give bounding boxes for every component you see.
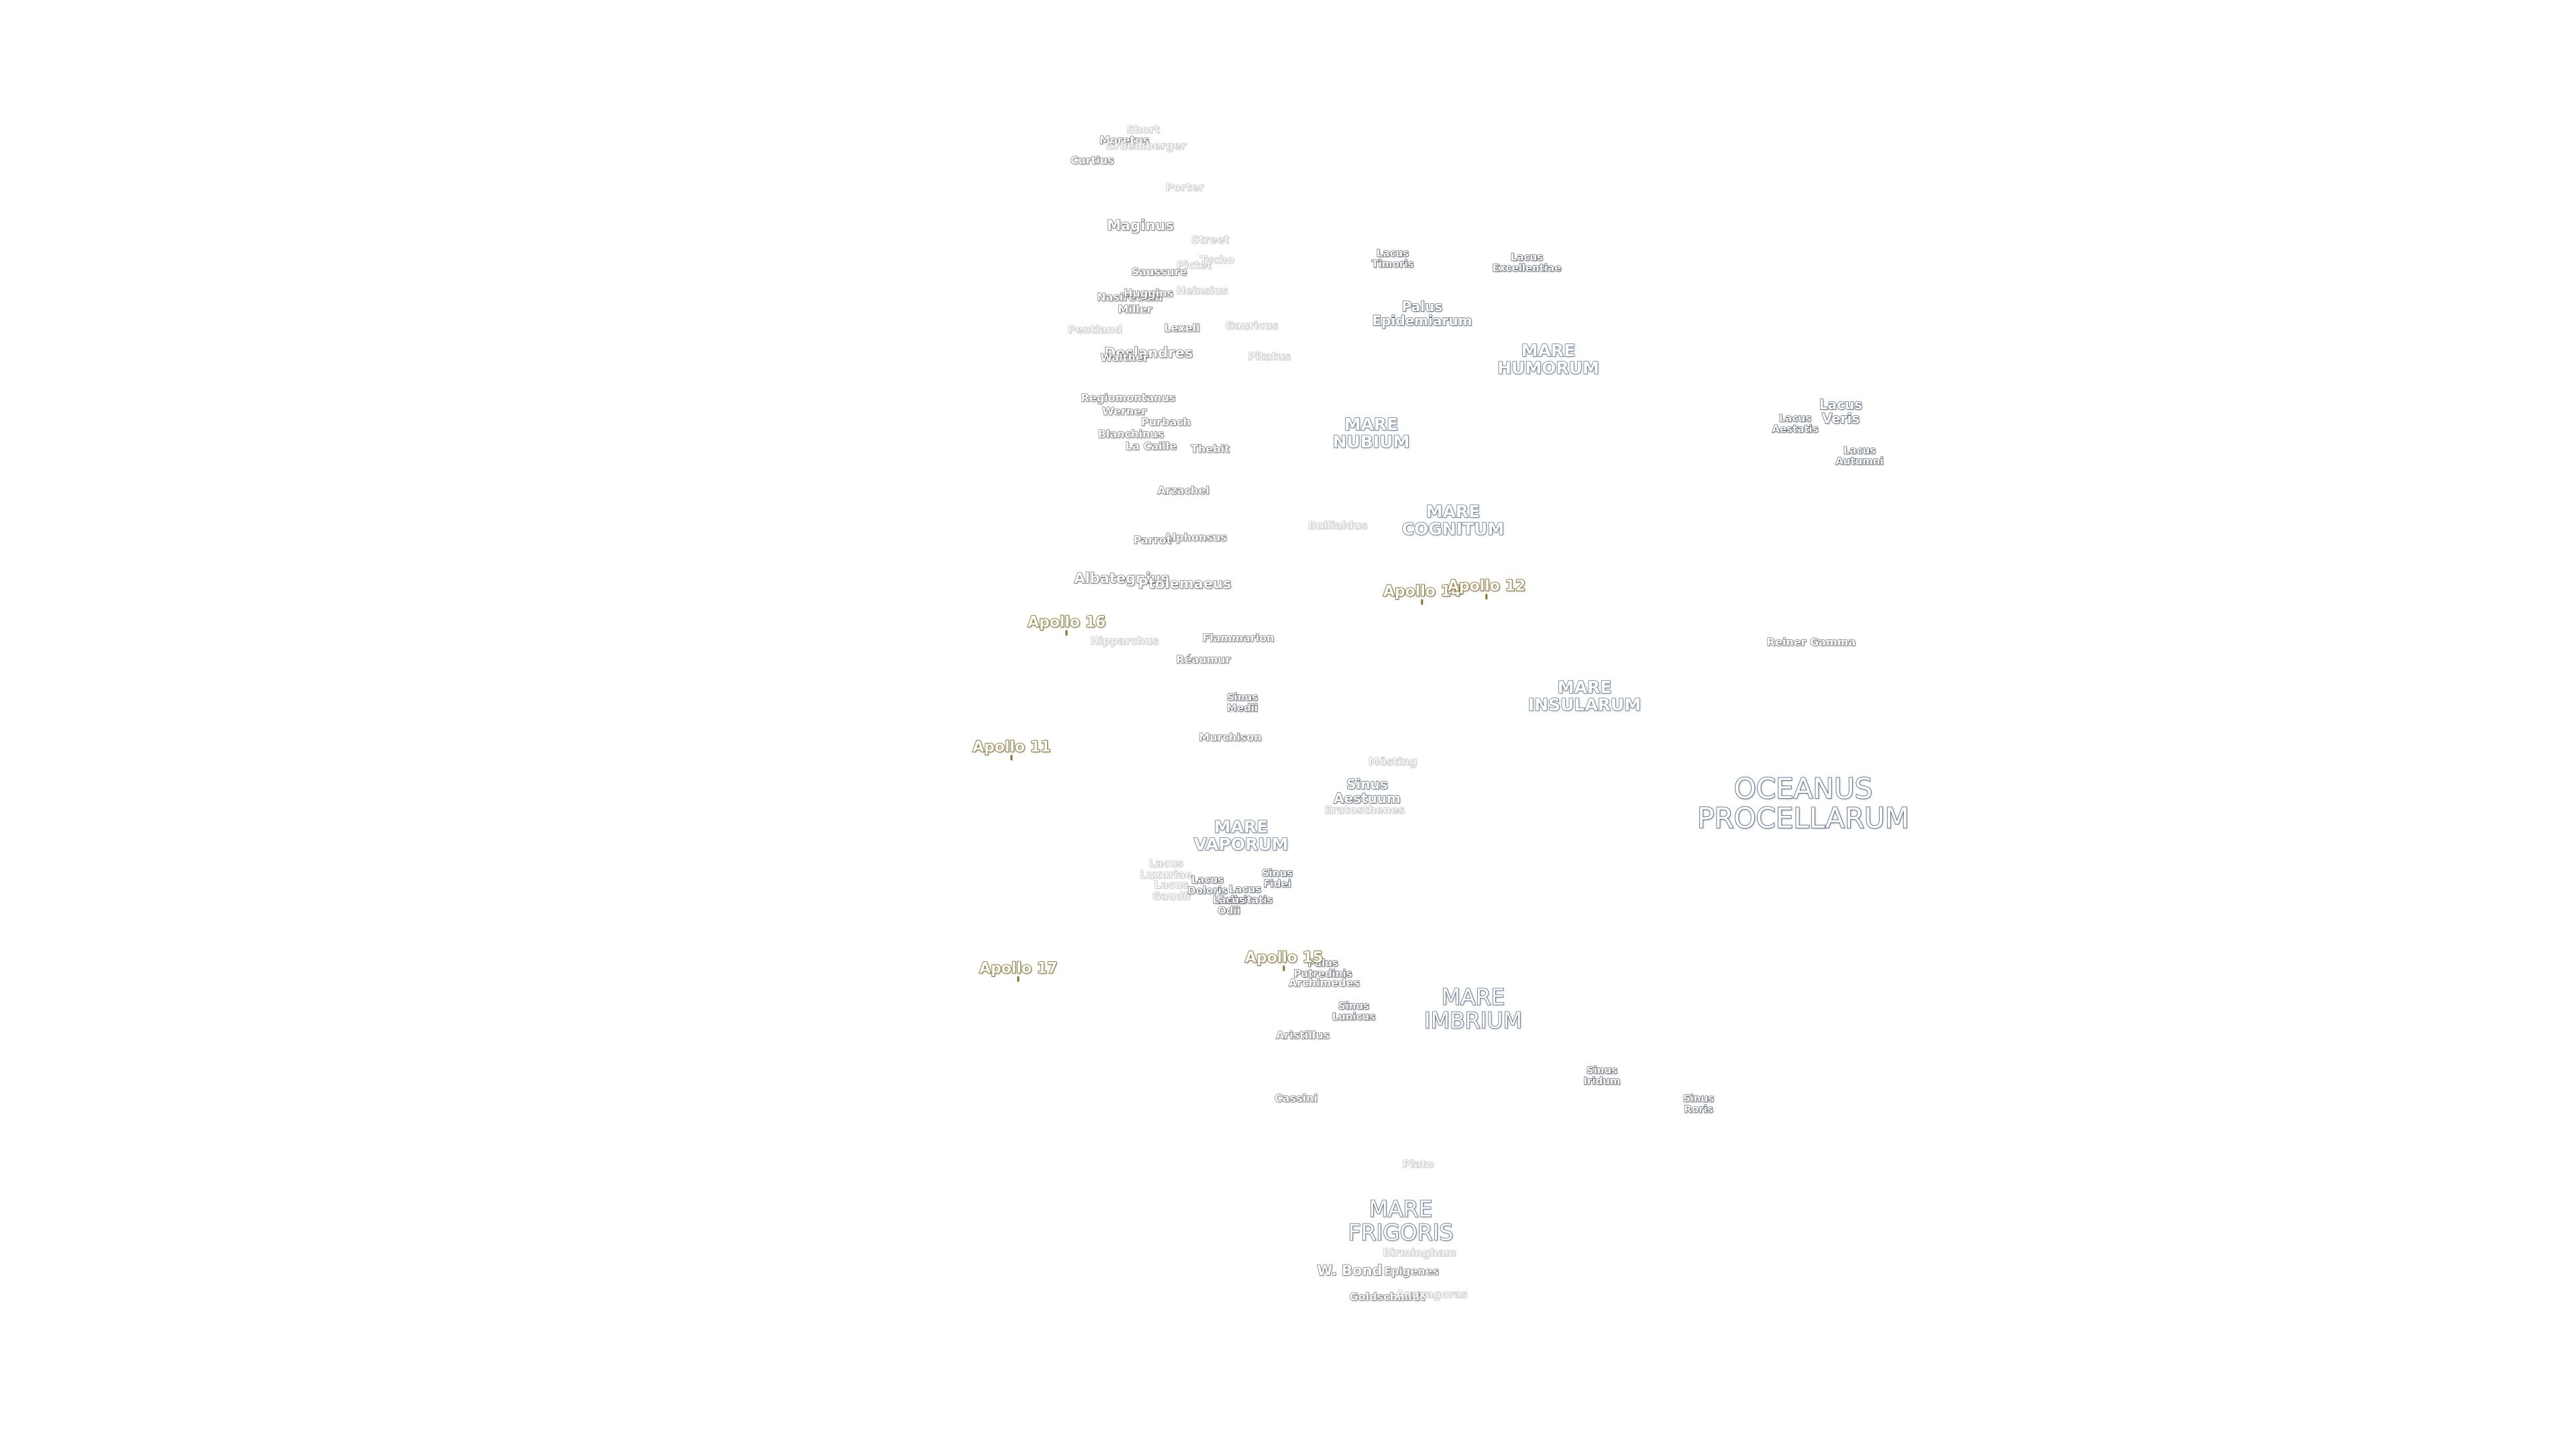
feature-label-archimedes[interactable]: Archimedes: [1288, 976, 1360, 989]
feature-label-lexell[interactable]: Lexell: [1164, 321, 1200, 335]
landing-marker-icon: [1065, 630, 1068, 636]
feature-label-short[interactable]: Short: [1126, 123, 1160, 136]
feature-label-mosting[interactable]: Mösting: [1368, 755, 1417, 768]
feature-label-reaumur[interactable]: Réaumur: [1176, 653, 1232, 666]
feature-label-huggins[interactable]: Huggins: [1123, 286, 1174, 300]
feature-label-palus-putredinis[interactable]: Palus Putredinis: [1293, 957, 1352, 979]
feature-label-blanchinus[interactable]: Blanchinus: [1097, 427, 1165, 441]
feature-label-lacus-veris[interactable]: Lacus Veris: [1819, 396, 1863, 427]
feature-label-mare-vaporum[interactable]: MARE VAPORUM: [1193, 816, 1289, 854]
feature-label-lacus-excellentiae[interactable]: Lacus Excellentiae: [1492, 251, 1562, 274]
feature-label-plato[interactable]: Plato: [1402, 1157, 1434, 1171]
landing-marker-icon: [1421, 599, 1424, 605]
feature-label-gauricus[interactable]: Gauricus: [1225, 319, 1279, 332]
feature-label-lacus-autumni[interactable]: Lacus Autumni: [1835, 444, 1884, 467]
feature-label-murchison[interactable]: Murchison: [1199, 731, 1263, 744]
feature-label-sinus-aestuum[interactable]: Sinus Aestuum: [1333, 776, 1401, 806]
feature-label-miller[interactable]: Miller: [1118, 303, 1152, 316]
feature-label-tycho[interactable]: Tycho: [1199, 253, 1234, 266]
landing-site-apollo-15[interactable]: Apollo 15: [1244, 950, 1324, 971]
feature-label-lacus-felicitatis[interactable]: Lacus Felicitatis: [1217, 883, 1273, 906]
feature-label-reiner-gamma[interactable]: Reiner Gamma: [1766, 635, 1856, 649]
feature-label-sinus-lunicus[interactable]: Sinus Lunicus: [1332, 1000, 1376, 1022]
feature-label-eratosthenes[interactable]: Eratosthenes: [1324, 803, 1405, 816]
feature-label-sinus-medii[interactable]: Sinus Medii: [1226, 691, 1258, 714]
feature-label-lacus-doloris[interactable]: Lacus Doloris: [1187, 873, 1228, 896]
landing-site-apollo-16[interactable]: Apollo 16: [1027, 614, 1106, 636]
landing-marker-icon: [1485, 594, 1488, 600]
feature-label-purbach[interactable]: Purbach: [1140, 415, 1191, 429]
feature-label-mare-nubium[interactable]: MARE NUBIUM: [1332, 414, 1410, 451]
feature-label-lacus-aestatis[interactable]: Lacus Aestatis: [1772, 412, 1819, 435]
feature-label-lacus-odii[interactable]: Lacus Odii: [1212, 894, 1246, 916]
feature-label-pitatus[interactable]: Pitatus: [1247, 350, 1291, 363]
feature-label-mare-imbrium[interactable]: MARE IMBRIUM: [1424, 983, 1523, 1033]
feature-label-birmingham[interactable]: Birmingham: [1383, 1246, 1456, 1259]
feature-label-mare-cognitum[interactable]: MARE COGNITUM: [1401, 501, 1505, 539]
feature-label-regiomontanus[interactable]: Regiomontanus: [1081, 391, 1176, 405]
feature-label-flammarion[interactable]: Flammarion: [1202, 631, 1275, 645]
feature-label-mare-frigoris[interactable]: MARE FRIGORIS: [1348, 1195, 1454, 1245]
landing-site-apollo-17[interactable]: Apollo 17: [979, 961, 1058, 982]
feature-label-arzachel[interactable]: Arzachel: [1157, 484, 1210, 497]
feature-label-aristillus[interactable]: Aristillus: [1275, 1028, 1330, 1042]
feature-label-sinus-roris[interactable]: Sinus Roris: [1682, 1092, 1715, 1115]
feature-label-oceanus-procellarum[interactable]: OCEANUS PROCELLARUM: [1697, 771, 1910, 835]
landing-site-apollo-11[interactable]: Apollo 11: [972, 739, 1051, 761]
feature-label-lacus-gaudii[interactable]: Lacus Gaudii: [1152, 878, 1191, 902]
landing-site-apollo-12[interactable]: Apollo 12: [1447, 578, 1526, 600]
feature-label-street[interactable]: Street: [1191, 233, 1230, 246]
feature-label-ptolemaeus[interactable]: Ptolemaeus: [1138, 575, 1232, 592]
landing-site-apollo-14[interactable]: Apollo 14: [1383, 584, 1462, 605]
landing-marker-icon: [1017, 976, 1020, 982]
feature-label-albategnius[interactable]: Albategnius: [1074, 570, 1170, 586]
feature-label-sinus-fidei[interactable]: Sinus Fidei: [1261, 867, 1293, 890]
feature-label-lacus-timoris[interactable]: Lacus Timoris: [1371, 247, 1414, 270]
feature-label-bullialdus[interactable]: Bullialdus: [1307, 519, 1368, 532]
feature-label-anaxagoras[interactable]: Anaxagoras: [1395, 1287, 1468, 1301]
feature-label-pictet[interactable]: Pictet: [1176, 258, 1212, 272]
feature-label-mare-insularum[interactable]: MARE INSULARUM: [1527, 677, 1642, 714]
feature-label-thebit[interactable]: Thebit: [1191, 442, 1230, 455]
feature-label-deslandres[interactable]: Deslandres: [1104, 344, 1193, 361]
feature-label-saussure[interactable]: Saussure: [1131, 265, 1187, 278]
feature-label-lacus-luxuriae[interactable]: Lacus Luxuriae: [1139, 857, 1193, 881]
feature-label-goldschmidt[interactable]: Goldschmidt: [1349, 1290, 1426, 1303]
feature-label-mare-humorum[interactable]: MARE HUMORUM: [1497, 340, 1599, 378]
feature-label-newcomb[interactable]: Gruemberger: [1105, 139, 1187, 152]
feature-label-sinus-iridum[interactable]: Sinus Iridum: [1583, 1064, 1621, 1087]
feature-label-cassini[interactable]: Cassini: [1274, 1091, 1318, 1105]
feature-label-nasireddin[interactable]: Nasireddin: [1097, 290, 1163, 304]
feature-label-moretus[interactable]: Moretus: [1099, 133, 1150, 147]
feature-label-werner[interactable]: Werner: [1102, 405, 1146, 418]
feature-label-hipparchus[interactable]: Hipparchus: [1089, 634, 1159, 647]
feature-label-lacaille[interactable]: La Caille: [1125, 439, 1177, 453]
landing-marker-icon: [1010, 755, 1013, 761]
feature-label-alphonsus[interactable]: Alphonsus: [1164, 531, 1228, 544]
feature-label-epigenes[interactable]: Epigenes: [1383, 1265, 1439, 1278]
feature-label-curtius[interactable]: Curtius: [1070, 154, 1114, 167]
feature-label-parrot[interactable]: Parrot: [1133, 533, 1172, 547]
landing-marker-icon: [1283, 965, 1285, 971]
feature-label-palus-epidemiarum[interactable]: Palus Epidemiarum: [1372, 299, 1472, 329]
feature-label-heinsius[interactable]: Heinsius: [1176, 284, 1228, 297]
feature-label-walther[interactable]: Walther: [1100, 351, 1148, 364]
feature-label-wbond[interactable]: W. Bond: [1317, 1262, 1383, 1279]
feature-label-maginus[interactable]: Maginus: [1107, 217, 1175, 233]
feature-label-porter[interactable]: Porter: [1165, 180, 1204, 194]
feature-label-pernelius[interactable]: Pentland: [1067, 323, 1122, 336]
